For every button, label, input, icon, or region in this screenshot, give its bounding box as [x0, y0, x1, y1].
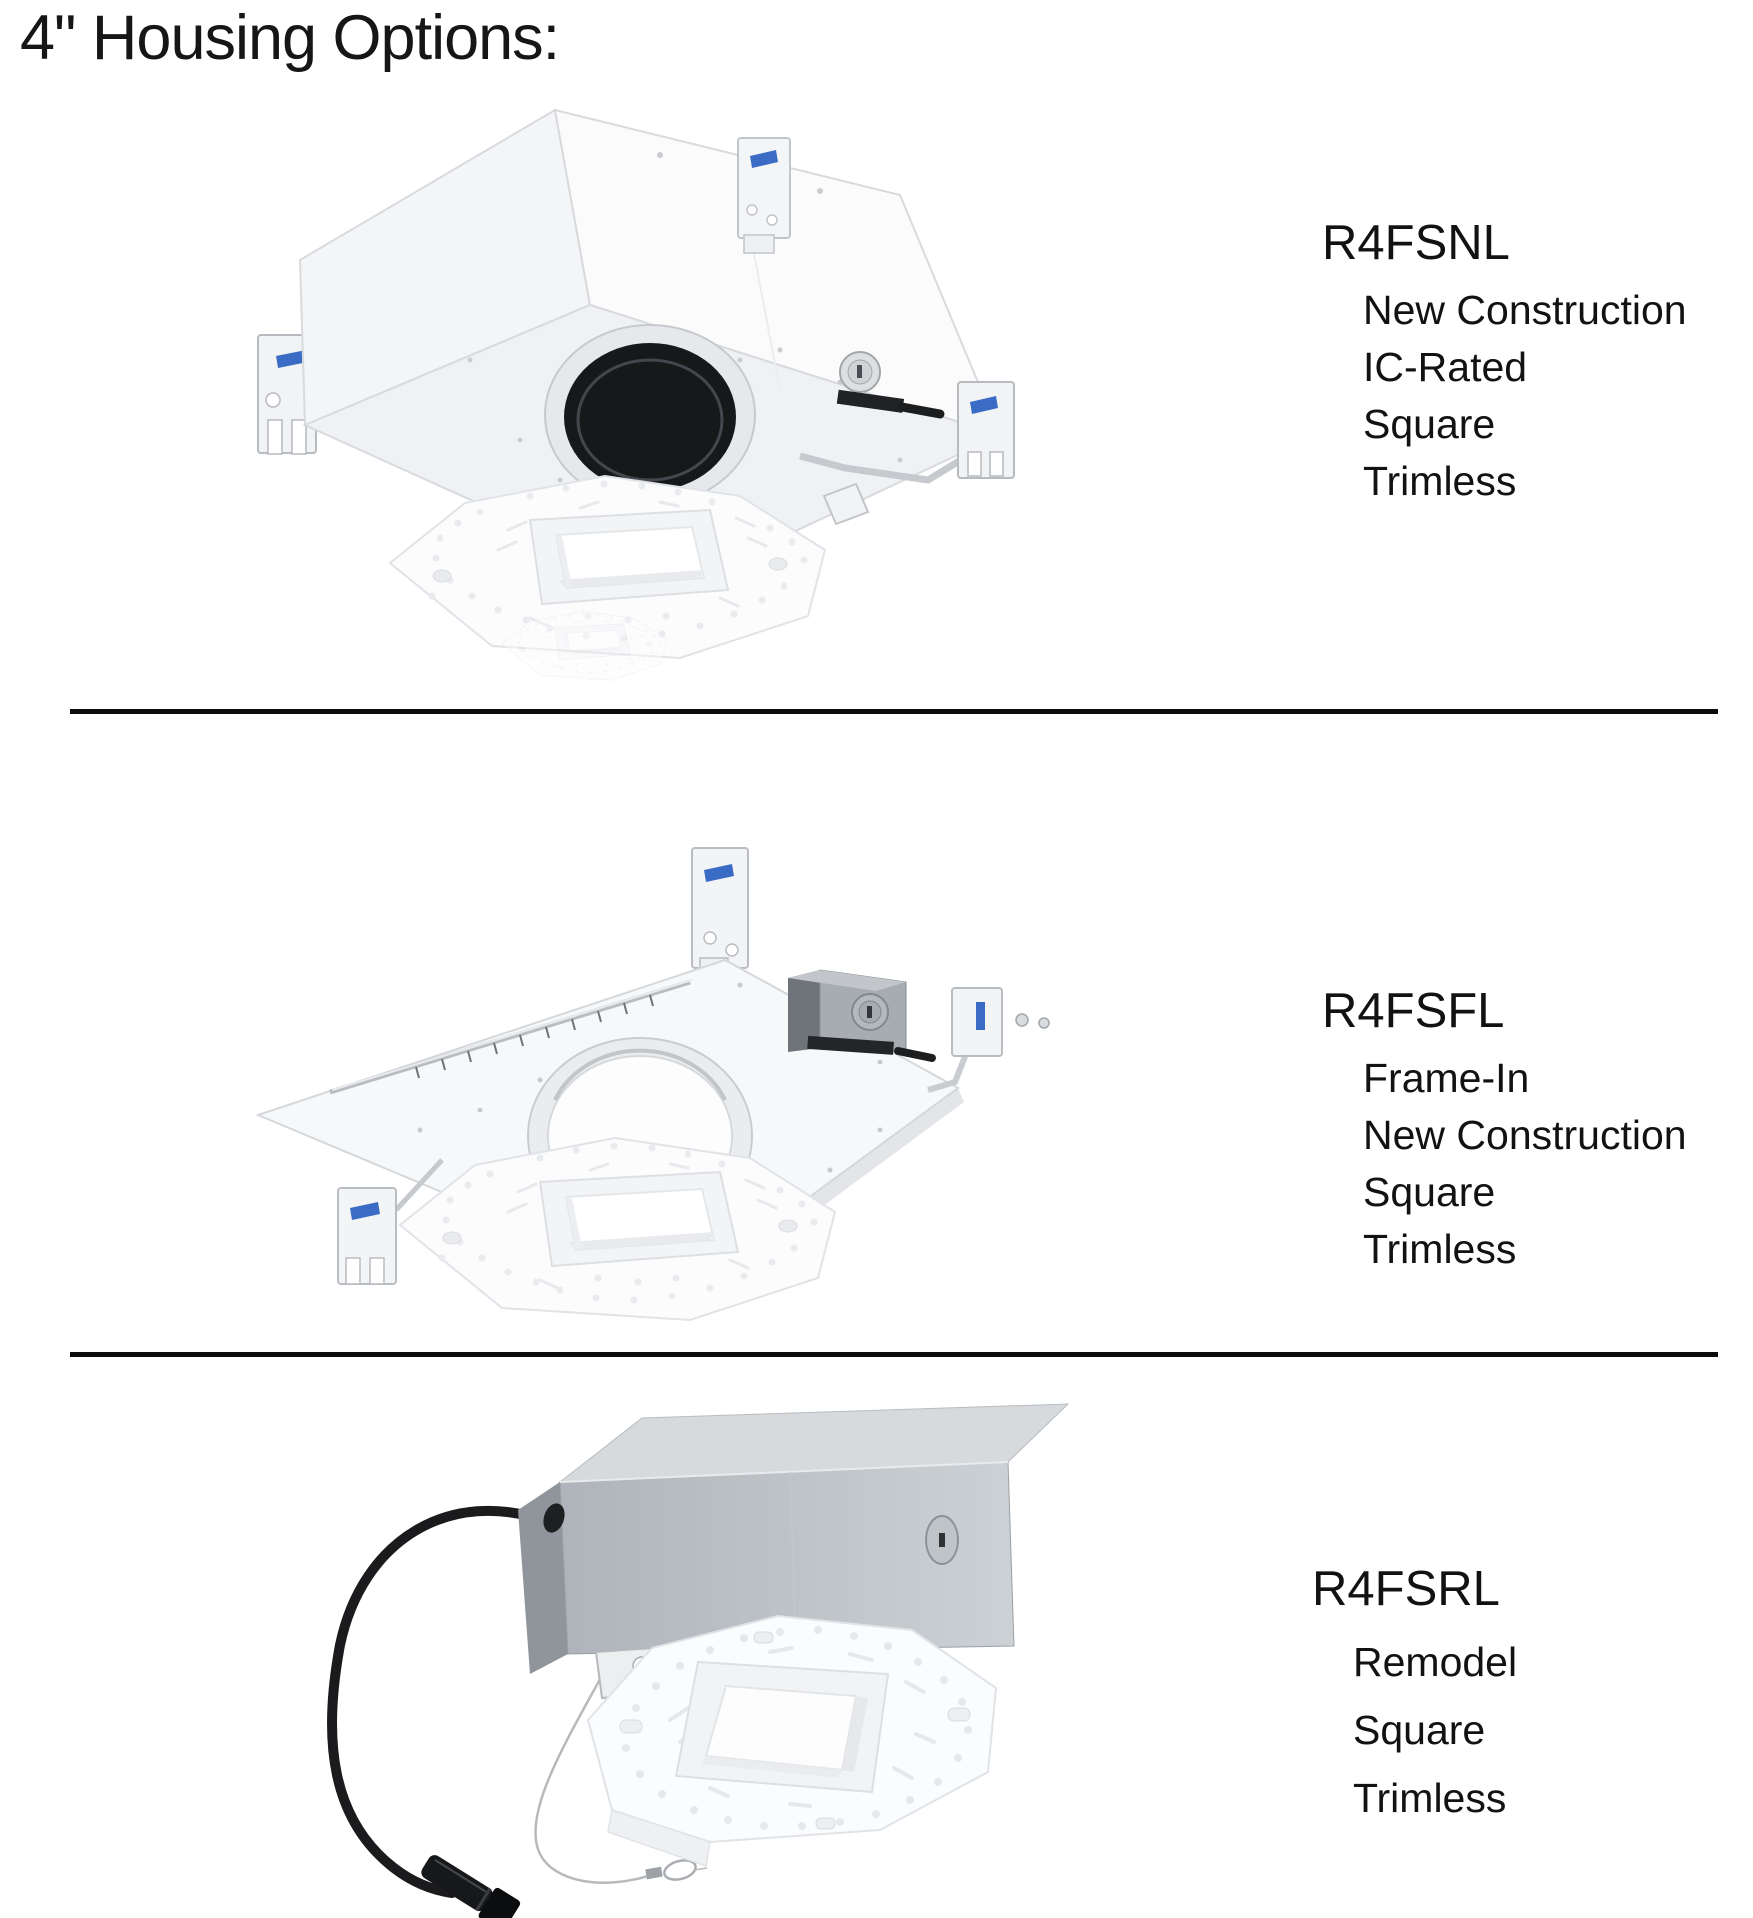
- cable-gland: [543, 1503, 565, 1533]
- feature-line: IC-Rated: [1363, 344, 1528, 390]
- feature-line: Square: [1363, 401, 1496, 447]
- driver-junction-box: [518, 1403, 1070, 1700]
- butterfly-clip-blue: [276, 350, 308, 368]
- hanger-bar-left: [329, 979, 693, 1095]
- feature-line: New Construction: [1363, 287, 1687, 333]
- feature-line: Remodel: [1353, 1639, 1518, 1685]
- nail-plate-bracket-left: [257, 334, 320, 455]
- feature-line: Square: [1363, 1169, 1496, 1215]
- butterfly-clip-blue: [750, 150, 778, 168]
- butterfly-clip-blue: [350, 1202, 380, 1220]
- feature-line: Square: [1353, 1707, 1486, 1753]
- safety-wire: [534, 1641, 708, 1884]
- r4fsnl-product-photo: [140, 60, 1100, 720]
- cable-clamp-lever: [836, 389, 945, 419]
- junction-knockout: [839, 351, 881, 393]
- dc-connector: [421, 1855, 521, 1918]
- label-block-r4fsnl: R4FSNL New Construction IC-Rated Square …: [1322, 212, 1687, 510]
- junction-box: [788, 969, 936, 1062]
- power-cable: [327, 1505, 553, 1898]
- model-number: R4FSNL: [1322, 216, 1510, 270]
- section-divider: [70, 709, 1718, 714]
- model-number: R4FSRL: [1312, 1562, 1500, 1616]
- butterfly-clip-blue: [704, 864, 734, 882]
- rail-bracket-top: [737, 137, 791, 254]
- r4fsrl-product-photo: [150, 1390, 1160, 1918]
- nail-plate-bracket-right: [799, 381, 1015, 484]
- feature-line: Frame-In: [1363, 1055, 1530, 1101]
- feature-line: Trimless: [1363, 458, 1517, 504]
- butterfly-clip-blue: [970, 396, 998, 414]
- nail-plate-bracket-left: [337, 1158, 444, 1285]
- feature-line: Trimless: [1353, 1775, 1507, 1821]
- butterfly-clip-blue: [976, 1002, 985, 1030]
- feature-list: New Construction IC-Rated Square Trimles…: [1322, 282, 1687, 510]
- label-block-r4fsrl: R4FSRL Remodel Square Trimless: [1312, 1558, 1517, 1832]
- label-block-r4fsfl: R4FSFL Frame-In New Construction Square …: [1322, 980, 1687, 1278]
- round-aperture: [544, 324, 756, 506]
- feature-line: Trimless: [1363, 1226, 1517, 1272]
- feature-line: New Construction: [1363, 1112, 1687, 1158]
- model-number: R4FSFL: [1322, 984, 1505, 1038]
- page-title: 4" Housing Options:: [20, 3, 560, 73]
- feature-list: Remodel Square Trimless: [1312, 1628, 1517, 1832]
- r4fsfl-product-photo: [180, 830, 1080, 1350]
- trimless-mud-plate: [586, 1614, 998, 1867]
- feature-list: Frame-In New Construction Square Trimles…: [1322, 1050, 1687, 1278]
- section-divider: [70, 1352, 1718, 1357]
- nail-plate-bracket-right: [927, 987, 1050, 1093]
